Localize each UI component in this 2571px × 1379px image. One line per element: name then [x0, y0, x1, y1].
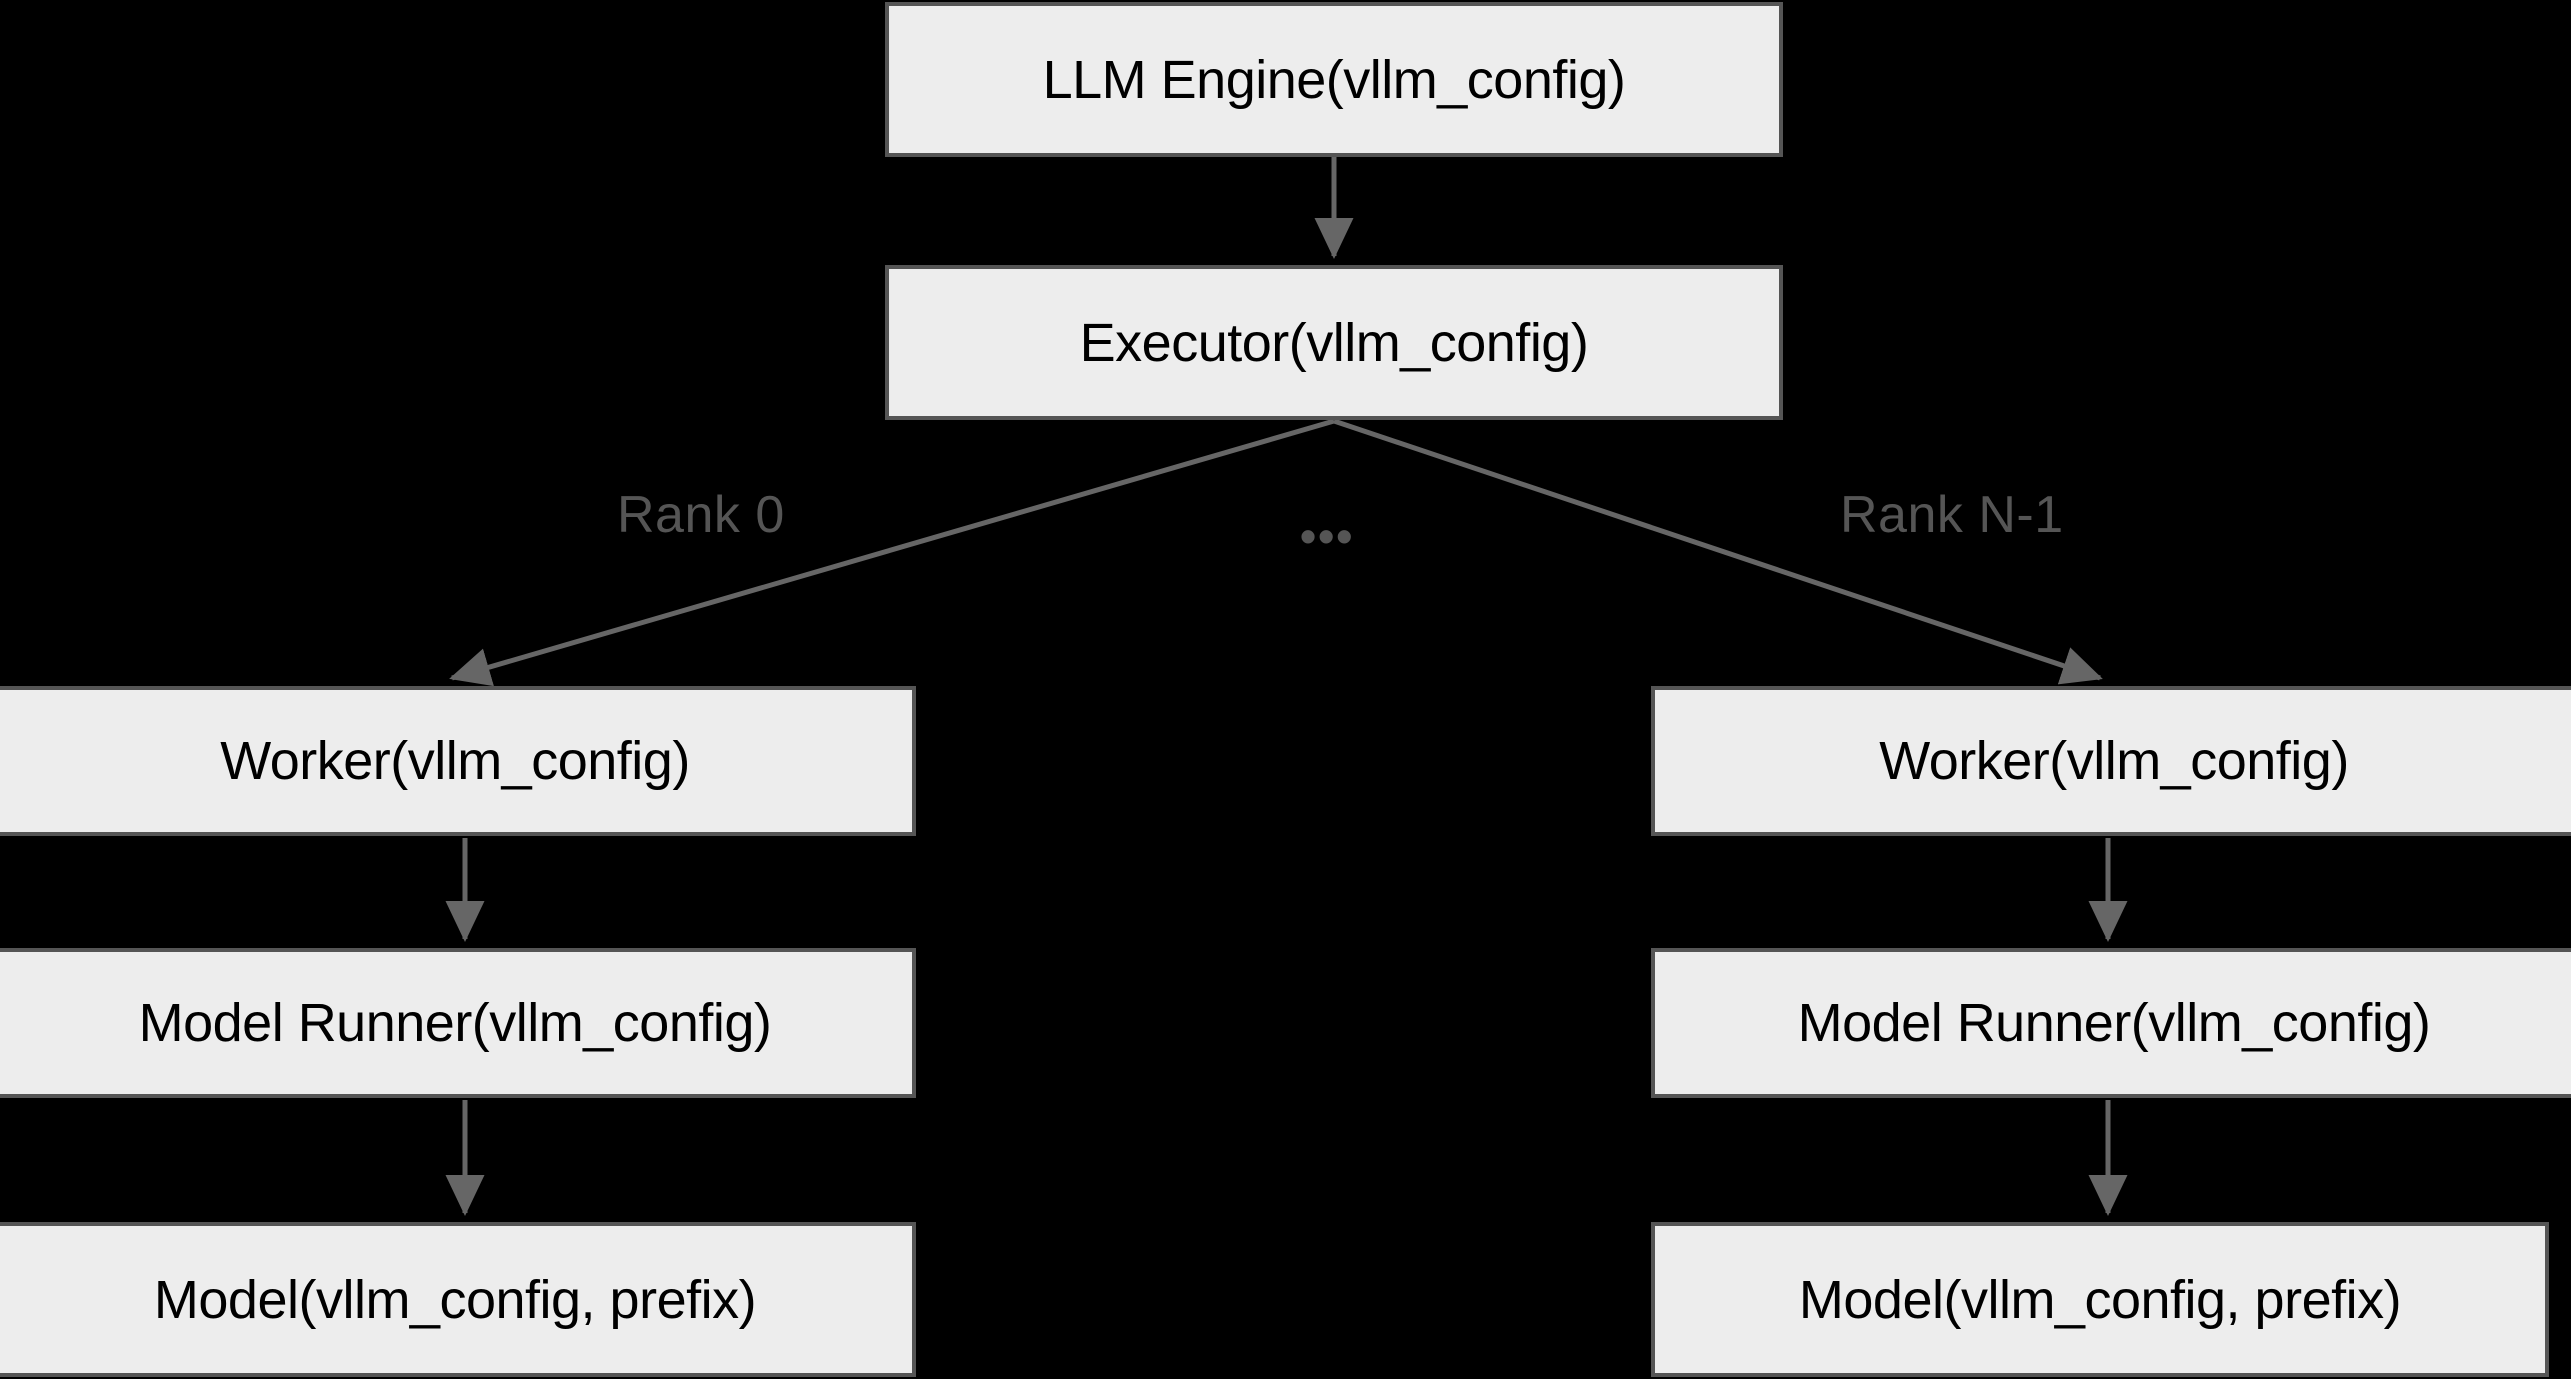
node-model-rank0[interactable]: Model(vllm_config, prefix)	[0, 1222, 916, 1377]
node-executor[interactable]: Executor(vllm_config)	[885, 265, 1783, 420]
ellipsis-label: •••	[1300, 510, 1355, 562]
node-executor-label: Executor(vllm_config)	[1079, 312, 1589, 373]
node-worker-rank0[interactable]: Worker(vllm_config)	[0, 686, 916, 836]
node-model-runner-rank0-label: Model Runner(vllm_config)	[138, 993, 772, 1053]
edge-label-rank-0: Rank 0	[617, 486, 785, 544]
node-model-rankn[interactable]: Model(vllm_config, prefix)	[1651, 1222, 2549, 1377]
node-llm-engine[interactable]: LLM Engine(vllm_config)	[885, 2, 1783, 157]
node-worker-rankn-label: Worker(vllm_config)	[1879, 731, 2349, 791]
node-model-rankn-label: Model(vllm_config, prefix)	[1798, 1269, 2402, 1330]
node-model-runner-rankn[interactable]: Model Runner(vllm_config)	[1651, 948, 2571, 1098]
node-llm-engine-label: LLM Engine(vllm_config)	[1042, 49, 1626, 110]
edge-executor-to-worker-rankn	[1333, 418, 2103, 685]
edge-executor-to-worker-rank0	[449, 418, 1335, 687]
node-worker-rankn[interactable]: Worker(vllm_config)	[1651, 686, 2571, 836]
node-model-runner-rank0[interactable]: Model Runner(vllm_config)	[0, 948, 916, 1098]
edge-label-rank-n-1: Rank N-1	[1840, 486, 2064, 544]
node-model-rank0-label: Model(vllm_config, prefix)	[153, 1269, 757, 1330]
node-model-runner-rankn-label: Model Runner(vllm_config)	[1797, 993, 2431, 1053]
node-worker-rank0-label: Worker(vllm_config)	[220, 731, 690, 791]
